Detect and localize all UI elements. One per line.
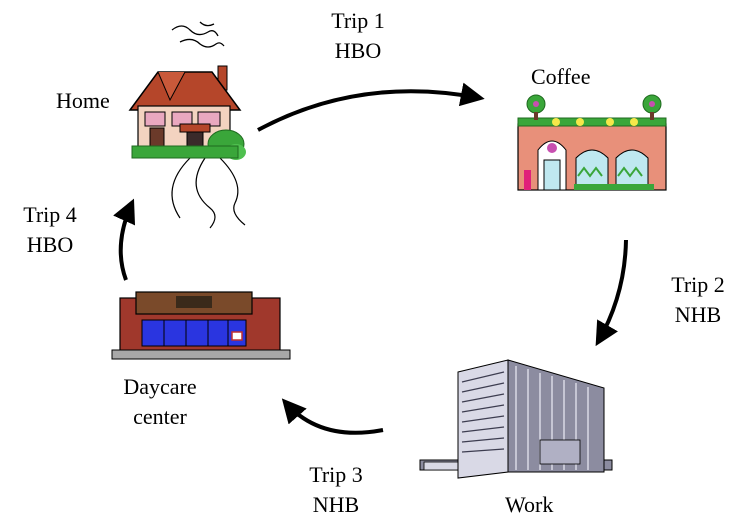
trip4-type: HBO [26, 232, 74, 257]
trip3-arrow [281, 398, 384, 435]
trip2-label: Trip 2 NHB [658, 270, 736, 330]
trip3-number: Trip 3 [309, 462, 363, 487]
trip2-type: NHB [674, 302, 722, 327]
office-tower-icon [419, 359, 613, 479]
trip4-number: Trip 4 [23, 202, 77, 227]
trip4-label: Trip 4 HBO [10, 200, 90, 260]
trip1-arrow [257, 82, 485, 132]
daycare-label: Daycare center [112, 372, 208, 432]
trip4-arrow [113, 198, 136, 281]
coffee-label: Coffee [531, 64, 591, 89]
trip3-label: Trip 3 NHB [296, 460, 376, 520]
daycare-building-icon [111, 291, 291, 360]
work-label: Work [505, 492, 554, 517]
home-label: Home [56, 88, 110, 113]
trip1-type: HBO [334, 38, 382, 63]
trip1-label: Trip 1 HBO [318, 6, 398, 66]
home-house-icon [128, 21, 246, 229]
daycare-label-line2: center [133, 404, 187, 429]
coffee-shop-icon [517, 94, 667, 191]
daycare-label-line1: Daycare [123, 374, 197, 399]
trip3-type: NHB [312, 492, 360, 517]
trip2-number: Trip 2 [671, 272, 725, 297]
trip1-number: Trip 1 [331, 8, 385, 33]
trip2-arrow [595, 239, 628, 347]
